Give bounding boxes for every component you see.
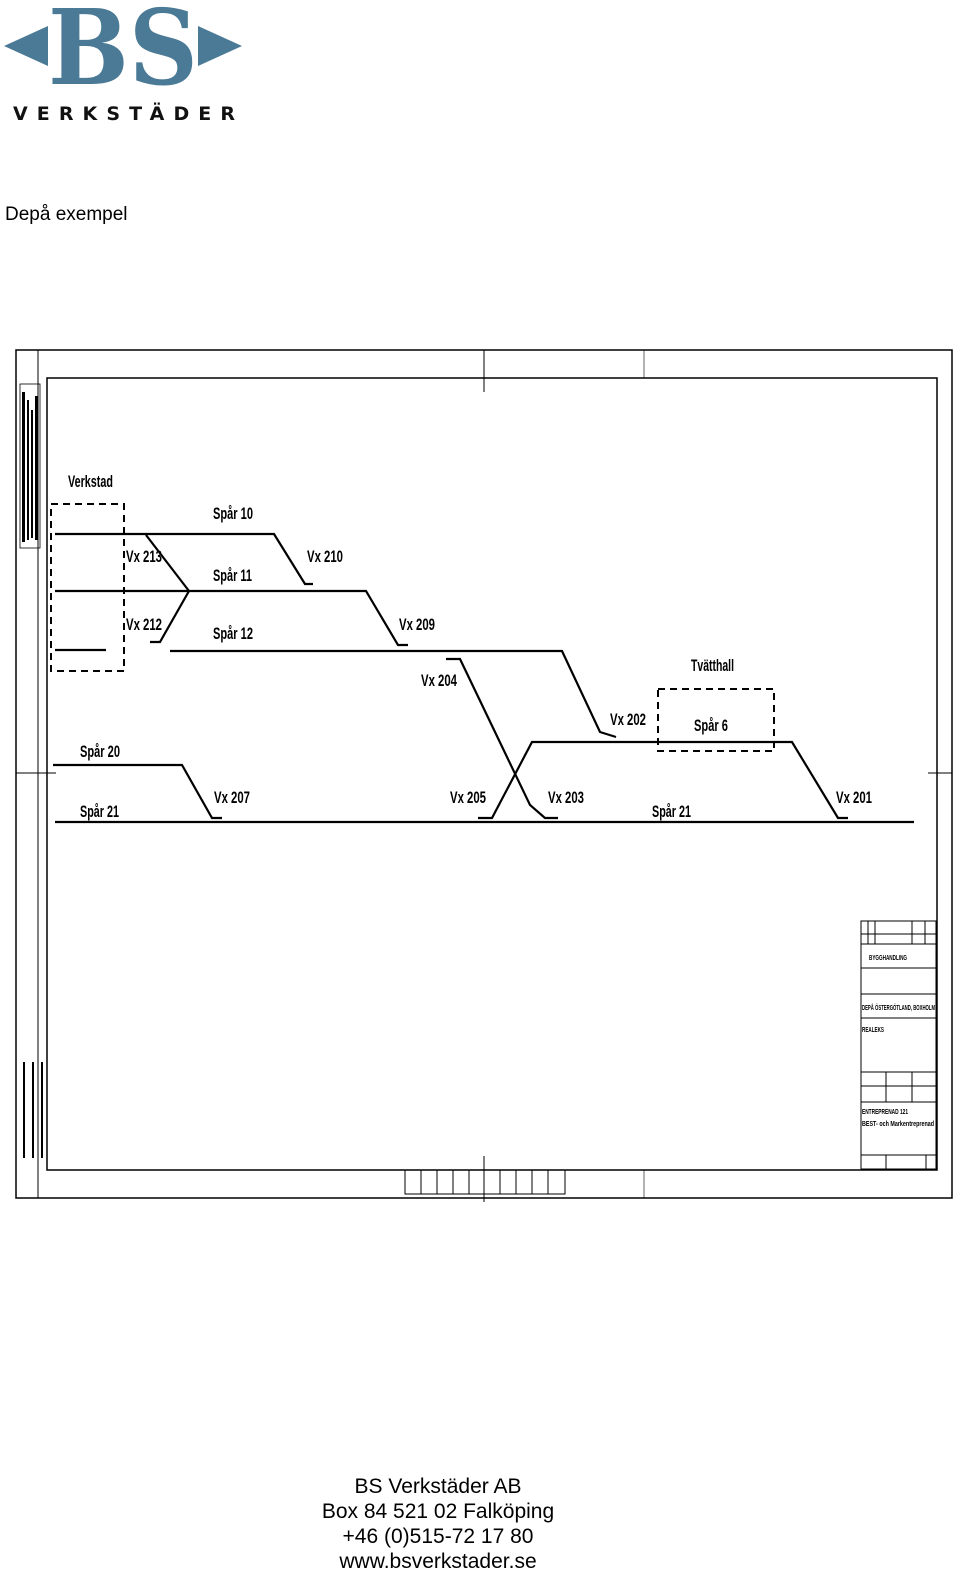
title-block-entreprenad: ENTREPRENAD 121 bbox=[862, 1109, 908, 1116]
label-verkstad: Verkstad bbox=[68, 472, 113, 491]
company-logo: BS VERKSTÄDER bbox=[4, 0, 242, 125]
sheet-inner-frame bbox=[46, 377, 938, 1171]
logo-arrow-left-icon bbox=[4, 26, 48, 66]
title-block-byggh: BYGGHANDLING bbox=[869, 955, 907, 962]
track-labels: Verkstad Spår 10 Spår 11 Spår 12 Vx 213 … bbox=[68, 472, 872, 821]
label-vx213: Vx 213 bbox=[126, 547, 162, 566]
tvatthall-building bbox=[657, 688, 775, 752]
label-spar12: Spår 12 bbox=[213, 624, 253, 643]
label-vx207: Vx 207 bbox=[214, 788, 250, 807]
label-vx210: Vx 210 bbox=[307, 547, 343, 566]
label-vx212: Vx 212 bbox=[126, 615, 162, 634]
label-vx201: Vx 201 bbox=[836, 788, 872, 807]
title-block-text: BYGGHANDLING DEPÅ ÖSTERGÖTLAND, BOXHOLM … bbox=[862, 955, 935, 1128]
label-spar21-left: Spår 21 bbox=[80, 802, 119, 821]
label-vx204: Vx 204 bbox=[421, 671, 457, 690]
label-vx202: Vx 202 bbox=[610, 710, 646, 729]
footer-web-link[interactable]: www.bsverkstader.se bbox=[339, 1550, 537, 1573]
label-vx203: Vx 203 bbox=[548, 788, 584, 807]
verkstad-building bbox=[50, 503, 125, 672]
label-spar6: Spår 6 bbox=[694, 716, 728, 735]
company-footer: BS Verkstäder AB Box 84 521 02 Falköping… bbox=[0, 1474, 876, 1574]
title-block bbox=[860, 920, 937, 1170]
label-spar20: Spår 20 bbox=[80, 742, 120, 761]
page-heading: Depå exempel bbox=[5, 204, 128, 225]
track-drawing: BYGGHANDLING DEPÅ ÖSTERGÖTLAND, BOXHOLM … bbox=[15, 349, 953, 1202]
label-vx209: Vx 209 bbox=[399, 615, 435, 634]
title-block-realeks: REALEKS bbox=[862, 1027, 884, 1034]
label-spar21-right: Spår 21 bbox=[652, 802, 691, 821]
margin-stamp-bottom bbox=[23, 1062, 43, 1158]
logo-arrow-right-icon bbox=[198, 26, 242, 66]
label-spar11: Spår 11 bbox=[213, 566, 252, 585]
logo-monogram: BS bbox=[48, 0, 198, 109]
title-block-project: DEPÅ ÖSTERGÖTLAND, BOXHOLM bbox=[862, 1003, 935, 1012]
footer-company: BS Verkstäder AB bbox=[354, 1475, 522, 1498]
title-block-desc: BEST- och Markentreprenad bbox=[862, 1121, 934, 1128]
label-vx205: Vx 205 bbox=[450, 788, 486, 807]
label-tvatthall: Tvätthall bbox=[691, 656, 734, 675]
margin-stamp-top bbox=[22, 392, 38, 542]
track-lines bbox=[53, 532, 914, 824]
footer-phone: +46 (0)515-72 17 80 bbox=[342, 1525, 534, 1548]
footer-address: Box 84 521 02 Falköping bbox=[321, 1500, 555, 1523]
label-spar10: Spår 10 bbox=[213, 504, 253, 523]
